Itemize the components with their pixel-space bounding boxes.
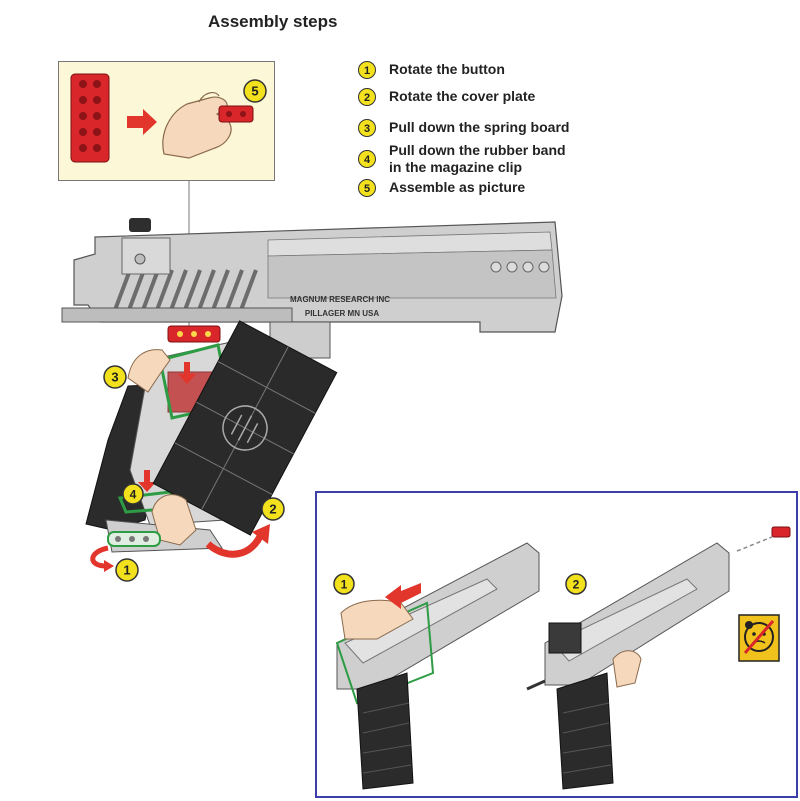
hand-icon bbox=[162, 92, 232, 159]
step-2-number-badge: 2 bbox=[358, 88, 376, 106]
rotate-arrow-icon-2 bbox=[205, 530, 266, 558]
step-3-text: Pull down the spring board bbox=[389, 119, 570, 135]
badge-1: 1 bbox=[115, 558, 139, 582]
callout-illustration: 5 bbox=[70, 73, 267, 163]
cover-plate bbox=[152, 320, 338, 536]
red-connector-icon bbox=[218, 105, 254, 123]
inset-badge-2-number: 2 bbox=[573, 578, 580, 592]
red-brick-icon bbox=[70, 73, 110, 163]
inset-badge-1-number: 1 bbox=[341, 578, 348, 592]
projectile-icon bbox=[771, 526, 791, 538]
inset-gun-1 bbox=[335, 542, 540, 790]
step-4-text: Pull down the rubber band in the magazin… bbox=[389, 142, 566, 176]
inset-badge-2: 2 bbox=[565, 573, 587, 595]
step-5-callout: 5 bbox=[58, 61, 275, 181]
step-3-number-badge: 3 bbox=[358, 119, 376, 137]
step-4-number-badge: 4 bbox=[358, 150, 376, 168]
rotate-arrow-icon-1 bbox=[90, 545, 109, 569]
step-5: 5 Assemble as picture bbox=[358, 179, 618, 197]
arrow-down-icon bbox=[178, 362, 196, 384]
arrow-down-icon-2 bbox=[138, 470, 156, 492]
gun-slide: MAGNUM RESEARCH INC PILLAGER MN USA bbox=[61, 221, 563, 359]
step-1-number-badge: 1 bbox=[358, 61, 376, 79]
inset-panel: 1 2 bbox=[315, 491, 798, 798]
step-1: 1 Rotate the button bbox=[358, 61, 618, 79]
badge-1-number: 1 bbox=[123, 563, 130, 578]
callout-badge bbox=[243, 79, 267, 103]
step-3: 3 Pull down the spring board bbox=[358, 119, 618, 137]
callout-badge-number: 5 bbox=[251, 84, 258, 99]
step-2: 2 Rotate the cover plate bbox=[358, 88, 618, 106]
rotate-button bbox=[107, 531, 161, 547]
step-4-text-line-1: Pull down the rubber band bbox=[389, 142, 566, 158]
step-5-number-badge: 5 bbox=[358, 179, 376, 197]
step-4-text-line-2: in the magazine clip bbox=[389, 159, 523, 175]
page-title: Assembly steps bbox=[208, 12, 338, 31]
inset-arrow-left-icon bbox=[385, 583, 421, 609]
engraving-line-1: MAGNUM RESEARCH INC bbox=[290, 295, 390, 304]
warning-no-face-icon bbox=[738, 614, 780, 662]
inset-badge-1: 1 bbox=[333, 573, 355, 595]
badge-3-number: 3 bbox=[111, 370, 118, 385]
step-4: 4 Pull down the rubber band in the magaz… bbox=[358, 142, 618, 176]
inset-gun-2 bbox=[526, 526, 791, 790]
badge-4-number: 4 bbox=[130, 488, 137, 502]
rear-sight-block bbox=[121, 237, 171, 275]
hand-icon-bottom bbox=[151, 494, 197, 546]
step-2-text: Rotate the cover plate bbox=[389, 88, 536, 104]
step-5-text: Assemble as picture bbox=[389, 179, 526, 195]
hand-icon-left bbox=[127, 349, 171, 393]
inset-illustration: 1 2 bbox=[333, 526, 791, 790]
arrow-right-icon bbox=[127, 109, 157, 135]
badge-3: 3 bbox=[103, 365, 127, 389]
logo-emblem bbox=[222, 405, 268, 451]
hammer-knob bbox=[129, 218, 151, 232]
badge-2-number: 2 bbox=[269, 502, 276, 517]
badge-2: 2 bbox=[261, 497, 285, 521]
engraving-line-2: PILLAGER MN USA bbox=[305, 309, 379, 318]
badge-4: 4 bbox=[122, 483, 144, 505]
step-1-text: Rotate the button bbox=[389, 61, 505, 77]
